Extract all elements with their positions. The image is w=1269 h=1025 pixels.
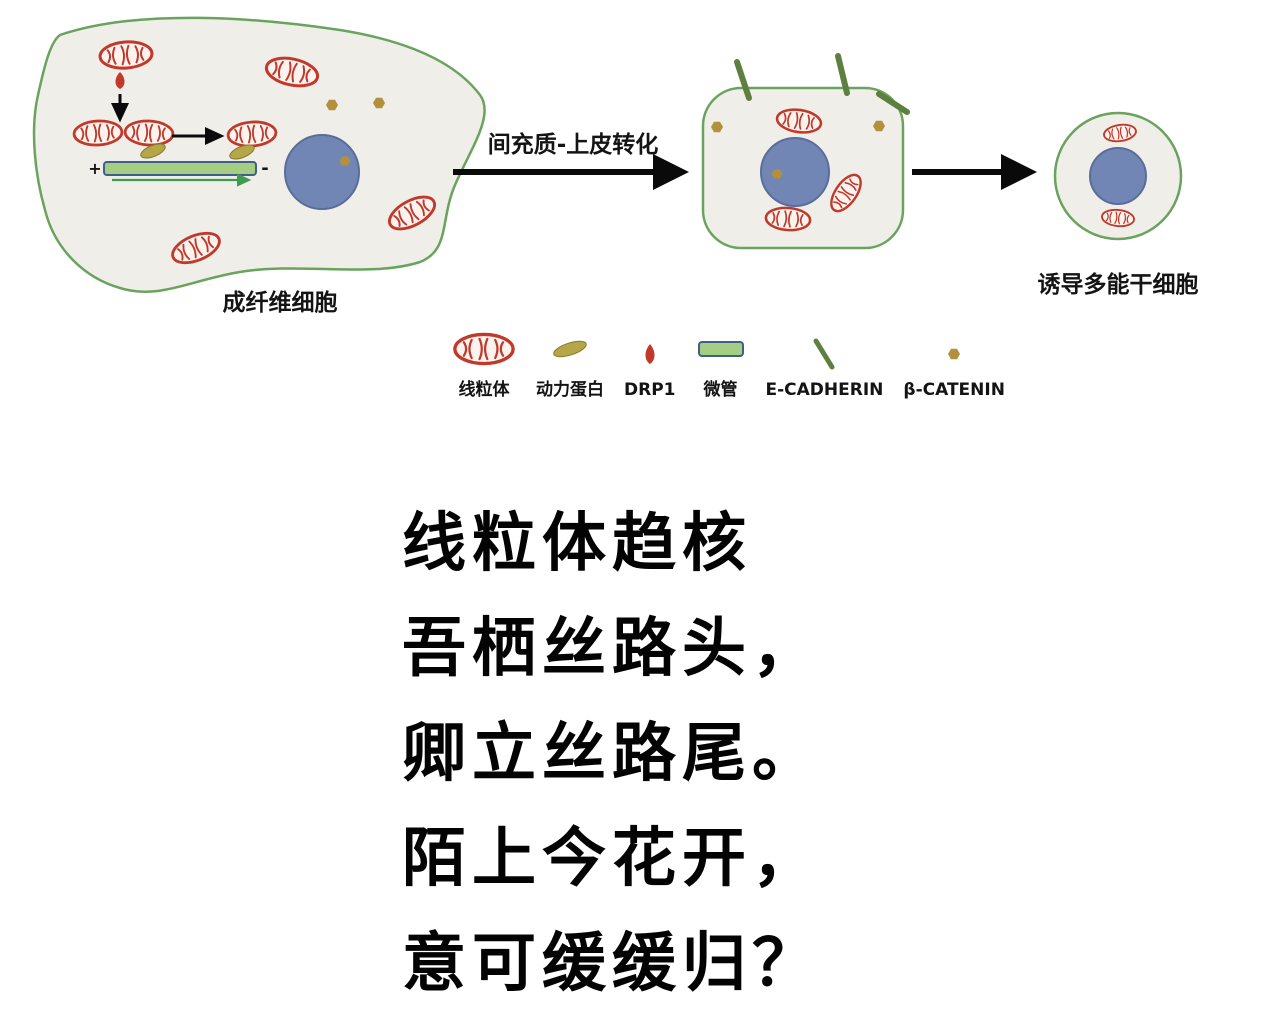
e-cadherin-icon: [835, 53, 850, 96]
fibroblast-label: 成纤维细胞: [223, 289, 338, 316]
poem: 线粒体趋核 吾栖丝路头， 卿立丝路尾。 陌上今花开， 意可缓缓归？: [402, 492, 822, 1017]
microtubule-plus-end: +: [88, 159, 101, 178]
legend-label: β-CATENIN: [903, 380, 1005, 400]
nucleus: [760, 137, 830, 207]
legend-item-drp1: DRP1: [624, 333, 676, 400]
e-cadherin-icon: [876, 91, 910, 115]
legend-item-dynein: 动力蛋白: [536, 328, 604, 400]
e-cadherin-icon: [810, 333, 838, 375]
fibroblast-membrane: [32, 16, 486, 293]
microtubule-minus-end: -: [261, 158, 268, 179]
e-cadherin-icon: [734, 59, 752, 101]
microtubule-icon: [696, 328, 746, 370]
drp1-icon: [115, 72, 125, 89]
legend-item-e-cadherin: E-CADHERIN: [765, 333, 884, 400]
legend-label: E-CADHERIN: [765, 380, 884, 400]
legend-label: 线粒体: [458, 380, 510, 400]
legend: 线粒体 动力蛋白 DRP1 微管: [452, 328, 1005, 400]
dynein-icon: [546, 328, 594, 370]
legend-label: DRP1: [624, 380, 676, 400]
drp1-icon: [641, 333, 659, 375]
fibroblast-cell: + -: [32, 16, 486, 293]
ipsc-cell: [1053, 111, 1183, 241]
legend-item-beta-catenin: β-CATENIN: [903, 333, 1005, 400]
mitochondrion-icon: [452, 328, 516, 370]
legend-label: 微管: [703, 380, 738, 400]
ipsc-label: 诱导多能干细胞: [1038, 271, 1199, 298]
cell-reprogramming-diagram: + - 成纤维细胞 间充质-上皮转化: [32, 16, 1199, 316]
poem-line-1: 线粒体趋核: [402, 507, 752, 581]
epithelial-cell: [701, 53, 910, 250]
poem-line-2: 吾栖丝路头，: [402, 612, 822, 686]
poem-line-4: 陌上今花开，: [402, 822, 822, 896]
legend-item-mitochondria: 线粒体: [452, 328, 516, 400]
poem-line-5: 意可缓缓归？: [402, 927, 822, 1001]
beta-catenin-icon: [946, 333, 962, 375]
poem-line-3: 卿立丝路尾。: [402, 717, 822, 791]
microtubule-icon: [103, 161, 257, 176]
legend-label: 动力蛋白: [536, 380, 604, 400]
nucleus: [284, 134, 360, 210]
transition-label: 间充质-上皮转化: [488, 131, 659, 158]
legend-item-microtubule: 微管: [696, 328, 746, 400]
nucleus: [1089, 147, 1147, 205]
